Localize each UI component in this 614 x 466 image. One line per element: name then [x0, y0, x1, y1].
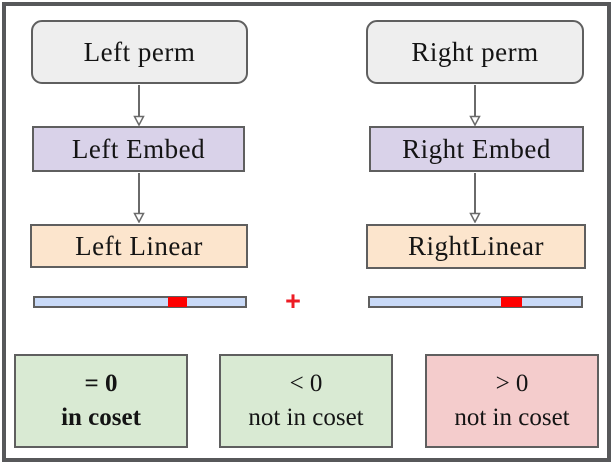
outcome-box-equals-zero: = 0 in coset — [14, 354, 188, 448]
right-output-vector-bar — [368, 296, 583, 308]
arrow-down-icon — [132, 85, 146, 126]
outcome-value: < 0 — [289, 370, 323, 398]
plus-sign: + — [285, 285, 301, 316]
outcome-value: > 0 — [495, 370, 529, 398]
node-right-perm: Right perm — [366, 20, 584, 84]
node-left-perm: Left perm — [31, 20, 248, 84]
node-right-embed: Right Embed — [369, 126, 584, 172]
node-right-linear: RightLinear — [366, 224, 586, 269]
outcome-caption: not in coset — [248, 404, 364, 431]
arrow-down-icon — [468, 85, 482, 126]
outcome-value: = 0 — [84, 370, 118, 398]
outcome-caption: in coset — [61, 404, 141, 431]
outcome-box-less-than-zero: < 0 not in coset — [219, 354, 393, 448]
arrow-down-icon — [132, 173, 146, 223]
left-highlighted-cell — [168, 297, 188, 307]
node-left-embed: Left Embed — [32, 126, 245, 172]
right-highlighted-cell — [501, 297, 523, 307]
arrow-down-icon — [468, 173, 482, 223]
outcome-caption: not in coset — [454, 404, 570, 431]
node-left-linear: Left Linear — [30, 224, 248, 268]
outcome-box-greater-than-zero: > 0 not in coset — [425, 354, 599, 448]
left-output-vector-bar — [33, 296, 247, 308]
